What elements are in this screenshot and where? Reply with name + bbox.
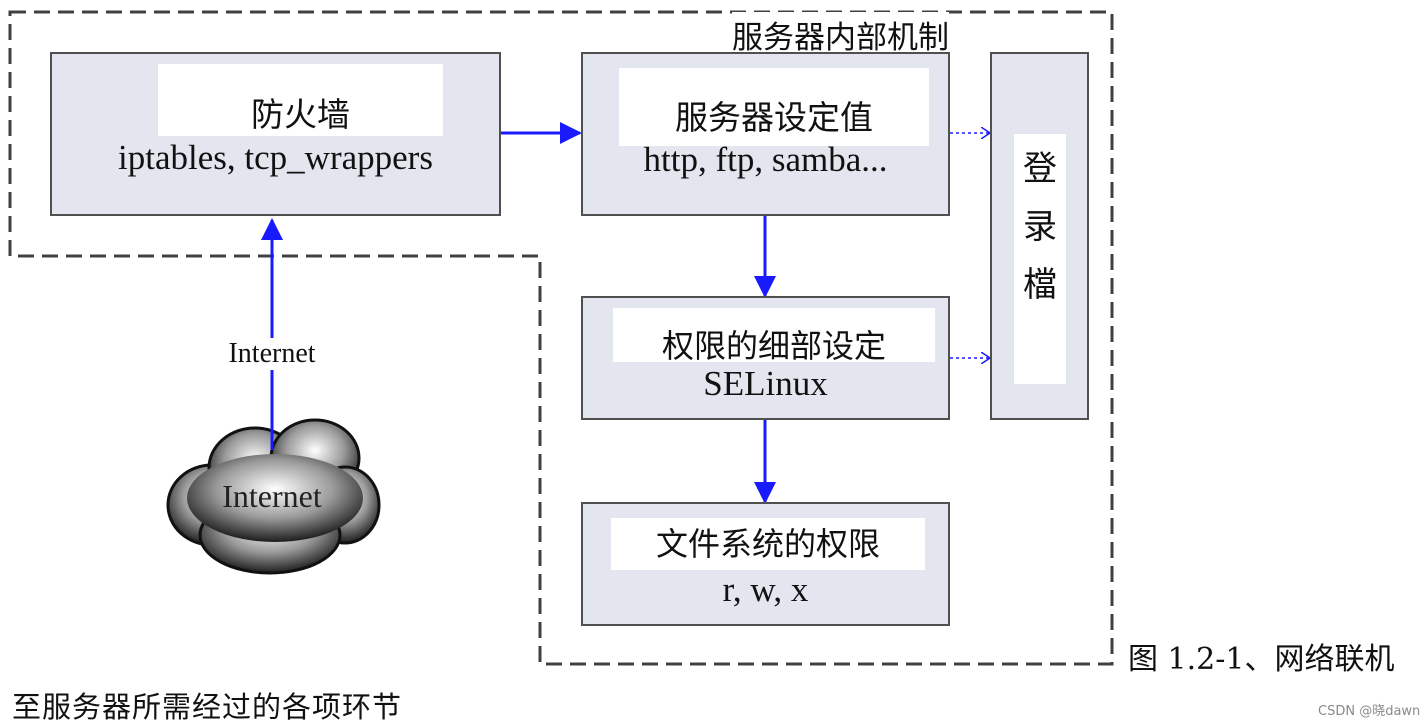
server-internal-region-title: 服务器内部机制	[732, 12, 949, 57]
permission-detail-box: 权限的细部设定 SELinux	[581, 296, 950, 420]
logfile-char-2: 录	[1023, 207, 1057, 247]
service-settings-detail: http, ftp, samba...	[643, 140, 888, 179]
cloud-label: Internet	[222, 478, 322, 514]
permission-detail-value: SELinux	[703, 364, 828, 403]
figure-caption-line-1: 图 1.2-1、网络联机	[1128, 642, 1395, 677]
service-settings-box: 服务器设定值 http, ftp, samba...	[581, 52, 950, 216]
permission-detail-title: 权限的细部设定	[613, 308, 935, 365]
filesystem-permission-value: r, w, x	[722, 570, 809, 609]
logfile-box: 登 录 檔	[990, 52, 1089, 420]
figure-caption-line-2: 至服务器所需经过的各项环节	[12, 690, 403, 724]
firewall-box: 防火墙 iptables, tcp_wrappers	[50, 52, 501, 216]
server-internal-region-boundary	[8, 10, 1114, 666]
service-settings-title: 服务器设定值	[619, 68, 929, 146]
filesystem-permission-box: 文件系统的权限 r, w, x	[581, 502, 950, 626]
firewall-title: 防火墙	[158, 64, 443, 136]
logfile-title: 登 录 檔	[1014, 134, 1066, 384]
csdn-watermark: CSDN @晓dawn	[1318, 704, 1421, 719]
internet-cloud-icon	[166, 418, 381, 575]
internet-arrow-label: Internet	[212, 338, 332, 370]
filesystem-permission-title: 文件系统的权限	[611, 518, 925, 570]
logfile-char-3: 檔	[1023, 265, 1057, 305]
logfile-char-1: 登	[1023, 149, 1057, 189]
firewall-detail: iptables, tcp_wrappers	[118, 138, 433, 177]
